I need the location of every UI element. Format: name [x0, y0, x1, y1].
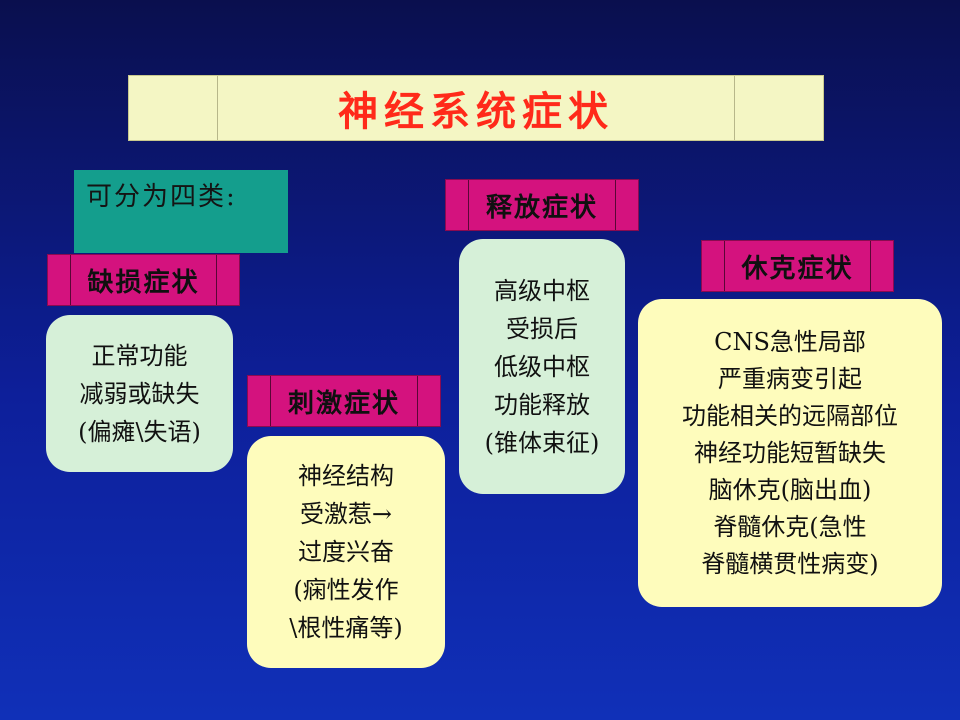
desc-line: CNS急性局部 [714, 327, 866, 356]
desc-line: 减弱或缺失 [79, 379, 200, 408]
category-label-release: 释放症状 [445, 179, 639, 231]
title-divider-left [217, 76, 218, 140]
desc-line: 过度兴奋 [298, 538, 394, 566]
desc-line: (锥体束征) [484, 428, 600, 457]
desc-line: 受损后 [506, 314, 578, 343]
category-label-irritation: 刺激症状 [247, 375, 441, 427]
desc-line: 脑休克(脑出血) [708, 475, 872, 504]
category-desc-shock: CNS急性局部 严重病变引起 功能相关的远隔部位 神经功能短暂缺失 脑休克(脑出… [638, 299, 942, 607]
desc-line: 脊髓休克(急性 [713, 512, 867, 541]
desc-line: 脊髓横贯性病变) [701, 549, 879, 578]
desc-line: (偏瘫\失语) [78, 417, 201, 446]
category-desc-irritation: 神经结构 受激惹→ 过度兴奋 (痫性发作 \根性痛等) [247, 436, 445, 668]
desc-line: 低级中枢 [494, 352, 590, 381]
category-label-shock: 休克症状 [701, 240, 894, 292]
category-desc-deficit: 正常功能 减弱或缺失 (偏瘫\失语) [46, 315, 233, 472]
desc-line: \根性痛等) [289, 614, 403, 642]
desc-line: 受激惹→ [299, 500, 393, 528]
category-label-deficit: 缺损症状 [47, 254, 240, 306]
desc-line: 功能释放 [494, 390, 590, 419]
desc-line: 高级中枢 [494, 276, 590, 305]
desc-line: 严重病变引起 [718, 364, 862, 393]
title-divider-right [734, 76, 735, 140]
desc-line: 神经结构 [298, 462, 394, 490]
page-title: 神经系统症状 [338, 88, 614, 135]
desc-line: 神经功能短暂缺失 [694, 438, 886, 467]
category-desc-release: 高级中枢 受损后 低级中枢 功能释放 (锥体束征) [459, 239, 625, 494]
intro-box: 可分为四类: [74, 170, 288, 253]
title-bar: 神经系统症状 [128, 75, 824, 141]
intro-text: 可分为四类: [86, 182, 237, 212]
desc-line: 功能相关的远隔部位 [682, 401, 898, 430]
desc-line: 正常功能 [91, 341, 188, 370]
desc-line: (痫性发作 [293, 576, 399, 604]
